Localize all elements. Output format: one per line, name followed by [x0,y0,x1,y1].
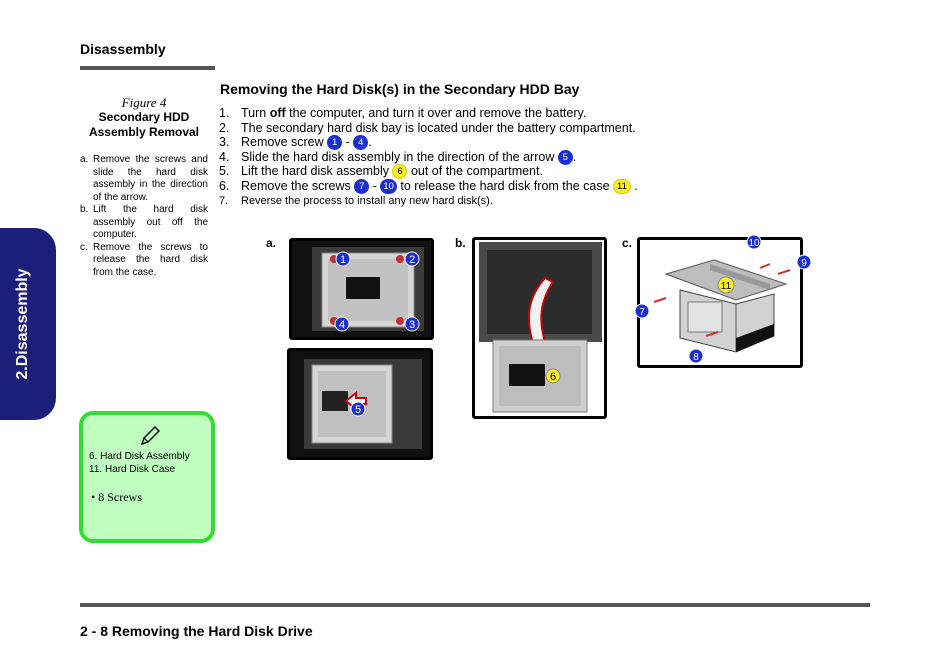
svg-text:9: 9 [801,258,807,269]
callout-badge: 8 [688,348,704,364]
step-text: The secondary hard disk bay is located u… [241,120,636,135]
panel-label-c: c. [622,236,633,250]
step-number: 4. [219,149,230,164]
callout-badge: 7 [354,178,370,194]
svg-text:11: 11 [721,281,732,292]
panel-label-b: b. [455,236,466,250]
step-number: 5. [219,164,230,179]
step-number: 6. [219,178,230,193]
figure-notes: a. Remove the screws and slide the hard d… [80,154,208,279]
panel-label-a: a. [266,236,277,250]
svg-text:10: 10 [748,238,760,249]
footer-rule [80,603,870,607]
section-heading: Removing the Hard Disk(s) in the Seconda… [220,81,580,97]
note-text: Lift the hard disk assembly out off the … [93,204,208,240]
callout-badge: 11 [717,276,735,294]
callout-badge: 3 [404,316,420,332]
step-number: 2. [219,120,230,135]
parts-item-screws: • 8 Screws [91,490,142,504]
step-text: Turn off the computer, and turn it over … [241,106,587,120]
note-marker: b. [80,204,89,215]
callout-badge: 5 [557,149,573,165]
callout-badge: 1 [327,135,343,151]
svg-text:2: 2 [409,254,415,266]
callout-badge: 10 [380,178,397,194]
callout-badge: 6 [392,164,408,180]
callout-badge: 4 [334,316,350,332]
footer-page-label: 2 - 8 Removing the Hard Disk Drive [80,623,313,639]
parts-item-hdd-case: 11. Hard Disk Case [89,464,175,475]
svg-text:4: 4 [339,319,345,331]
photo-hdd-slide: 5 [287,348,433,460]
chapter-side-tab[interactable] [0,228,56,420]
callout-badge: 1 [335,251,351,267]
figure-label: Figure 4 [121,95,167,110]
photo-hdd-screws: 1 2 4 3 [289,238,434,340]
photo-hdd-case: 10 9 11 7 8 [634,234,812,368]
parts-note-box: 6. Hard Disk Assembly 11. Hard Disk Case… [79,411,215,543]
callout-badge: 5 [350,401,366,417]
svg-text:7: 7 [639,307,645,318]
note-text: Remove the screws and slide the hard dis… [93,154,208,203]
step-text: Remove screw 1 - 4. [241,135,372,151]
svg-text:5: 5 [355,404,361,416]
note-marker: c. [80,241,88,253]
figure-title-line2: Assembly Removal [88,125,200,139]
callout-badge: 11 [613,178,631,194]
parts-item-hdd-assembly: 6. Hard Disk Assembly [89,451,190,462]
svg-text:8: 8 [693,352,699,363]
svg-text:6: 6 [550,371,556,383]
chapter-side-tab-label: 2.Disassembly [14,268,31,380]
figure-note: a. Remove the screws and slide the hard d… [80,154,208,204]
step-text: Remove the screws 7 - 10 to release the … [241,178,638,194]
figure-title-line1: Secondary HDD [98,110,190,124]
step-text: Lift the hard disk assembly 6 out of the… [241,164,543,180]
photo-hdd-lift: 6 [472,237,607,419]
note-text: Remove the screws to release the hard di… [93,241,208,278]
step-text: Slide the hard disk assembly in the dire… [241,149,577,165]
svg-text:3: 3 [409,319,415,331]
step-number: 3. [219,135,230,150]
svg-text:1: 1 [340,254,346,266]
figure-note: b. Lift the hard disk assembly out off th… [80,204,208,242]
step-number: 1. [219,106,230,120]
figure-title: Secondary HDD Assembly Removal [80,110,208,140]
callout-badge: 2 [404,251,420,267]
step-number: 7. [219,194,229,207]
callout-badge: 10 [746,234,762,250]
pencil-icon [140,426,160,446]
figure-note: c. Remove the screws to release the hard … [80,242,208,280]
callout-badge: 7 [634,303,650,319]
step-text: Reverse the process to install any new h… [241,194,493,207]
callout-badge: 6 [545,368,561,384]
page-header-title: Disassembly [80,41,166,57]
callout-badge: 4 [353,135,369,151]
header-rule [80,66,215,70]
callout-badge: 9 [796,254,812,270]
note-marker: a. [80,154,89,165]
